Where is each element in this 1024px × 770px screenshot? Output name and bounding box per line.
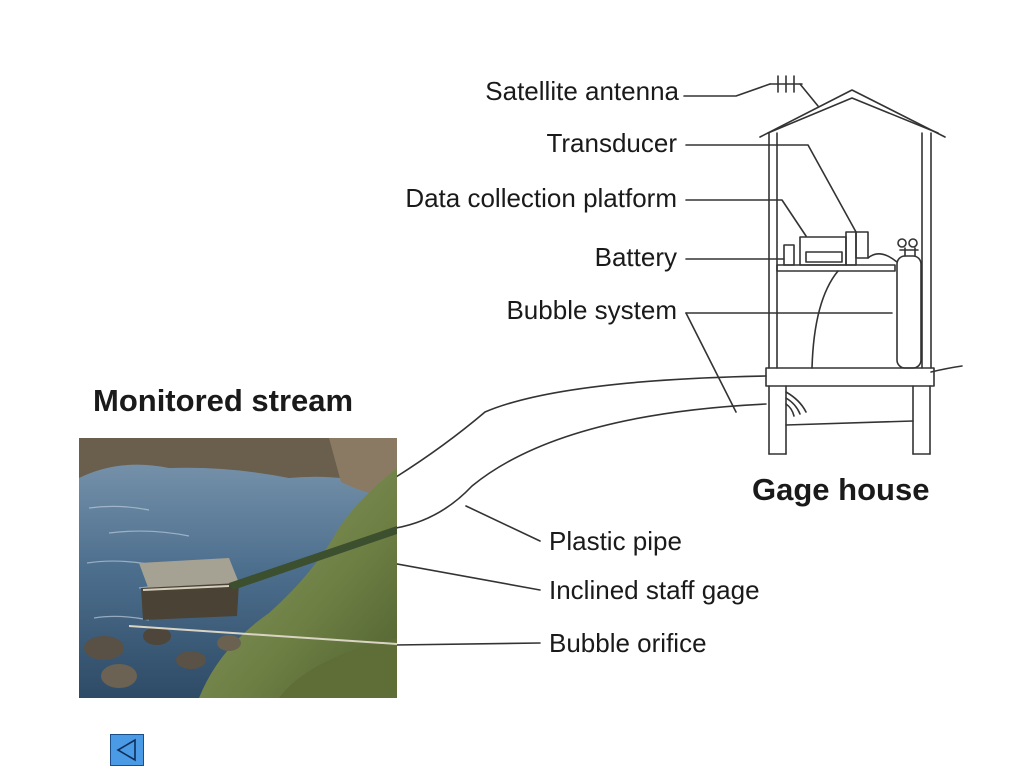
plastic-pipe-upper bbox=[395, 375, 767, 478]
leader-transducer bbox=[685, 144, 857, 233]
label-transducer: Transducer bbox=[546, 128, 677, 158]
label-inclined-staff-gage: Inclined staff gage bbox=[549, 575, 760, 605]
label-satellite-antenna: Satellite antenna bbox=[485, 76, 679, 106]
leader-plastic-pipe bbox=[465, 505, 541, 542]
label-bubble-system: Bubble system bbox=[506, 295, 677, 325]
label-bubble-orifice: Bubble orifice bbox=[549, 628, 707, 658]
leader-antenna bbox=[683, 83, 771, 97]
back-button[interactable] bbox=[110, 734, 144, 766]
gage-house-title: Gage house bbox=[752, 472, 930, 507]
label-battery: Battery bbox=[594, 242, 677, 272]
label-data-collection-platform: Data collection platform bbox=[405, 183, 677, 213]
house-roof bbox=[759, 89, 946, 138]
label-plastic-pipe: Plastic pipe bbox=[549, 526, 682, 556]
plastic-pipe-lower bbox=[395, 403, 767, 529]
leader-dcp bbox=[685, 199, 807, 237]
triangle-left-icon bbox=[116, 738, 136, 762]
stream-photo bbox=[79, 438, 397, 698]
monitored-stream-title: Monitored stream bbox=[93, 383, 354, 418]
